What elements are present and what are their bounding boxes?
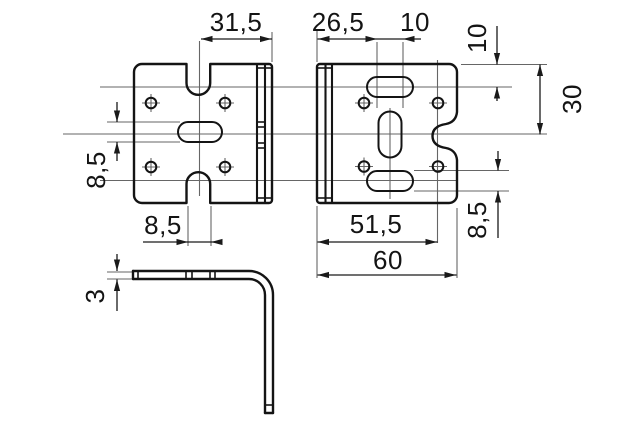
screw-hole <box>218 160 232 174</box>
dimensions: 31,5 26,5 10 10 30 8, <box>80 7 587 311</box>
left-plate-slot <box>177 121 223 143</box>
dim-plate-width: 60 <box>317 245 457 279</box>
screw-hole <box>431 96 445 110</box>
dim-material-thickness: 3 <box>80 254 121 311</box>
top-view-left-plate <box>132 62 274 205</box>
dim-label-26-5: 26,5 <box>312 7 365 37</box>
dim-label-30: 30 <box>557 84 587 114</box>
screw-hole <box>431 160 445 173</box>
side-profile-outer <box>131 269 275 415</box>
side-profile-inner <box>131 277 267 415</box>
right-plate-top-slot <box>366 76 414 98</box>
side-view-bracket <box>131 269 275 415</box>
dim-label-3: 3 <box>80 289 110 304</box>
dim-label-31-5: 31,5 <box>210 7 263 37</box>
screw-hole <box>357 160 371 173</box>
right-plate-center-slot <box>377 110 403 159</box>
dim-top-left-width: 31,5 <box>201 7 272 43</box>
dim-label-8-5-bottom: 8,5 <box>144 210 182 240</box>
screw-hole <box>144 96 158 110</box>
dim-label-10-right: 10 <box>462 23 492 53</box>
dim-right-edge-to-slot: 10 <box>462 23 501 101</box>
dim-label-51-5: 51,5 <box>350 209 403 239</box>
screw-hole <box>357 96 371 110</box>
left-plate-outline <box>132 62 274 205</box>
dim-right-edge-to-notch: 30 <box>536 64 587 135</box>
top-view-right-plate <box>315 62 459 205</box>
dim-label-8-5-left: 8,5 <box>81 151 111 189</box>
dim-label-10-top: 10 <box>400 7 430 37</box>
screw-hole <box>144 160 158 174</box>
right-plate-outline <box>315 62 459 205</box>
screw-hole <box>218 96 232 110</box>
dim-right-slot-height: 8,5 <box>462 151 502 239</box>
dim-top-right-offset-and-slot: 26,5 10 <box>312 7 430 43</box>
dim-label-8-5-right: 8,5 <box>462 201 492 239</box>
dim-left-slot-height: 8,5 <box>81 102 121 189</box>
dim-bottom-hole-offset: 51,5 <box>317 209 438 246</box>
dim-label-60: 60 <box>373 245 403 275</box>
dim-bottom-notch-width: 8,5 <box>143 210 223 246</box>
right-plate-bottom-slot <box>366 170 414 192</box>
